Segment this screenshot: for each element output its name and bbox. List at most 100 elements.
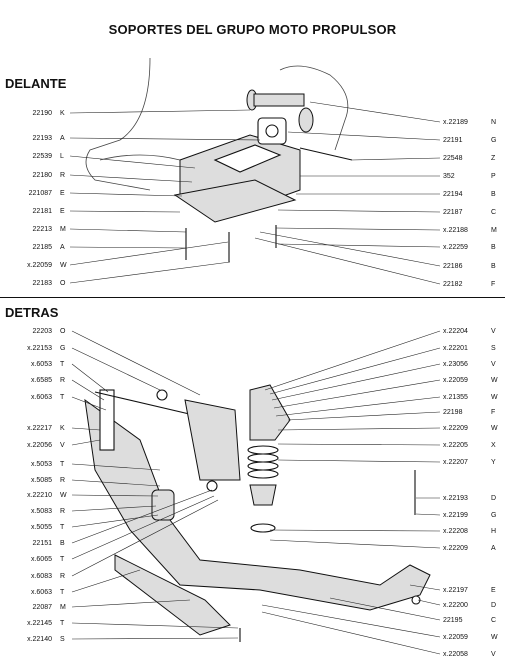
part-letter: E [60, 190, 65, 197]
section-heading-rear: DETRAS [5, 305, 59, 320]
part-number: x.6053 [30, 361, 52, 368]
rear-nut-mid [206, 480, 218, 492]
part-letter: R [60, 573, 66, 580]
part-number: 22183 [32, 280, 52, 287]
part-callout: 22186 B [443, 262, 501, 271]
part-letter: B [491, 244, 496, 251]
part-number: x.5053 [30, 461, 52, 468]
part-letter: O [60, 280, 66, 287]
part-letter: A [60, 244, 65, 251]
part-letter: E [60, 208, 65, 215]
part-number: x.22209 [443, 425, 468, 432]
part-letter: S [60, 636, 65, 643]
part-number: x.22204 [443, 328, 468, 335]
part-letter: W [491, 377, 498, 384]
silent-block-center [265, 124, 279, 138]
rear-nut-right [411, 595, 421, 605]
part-letter: R [60, 508, 66, 515]
engine-outline-right [279, 65, 349, 151]
part-letter: B [491, 263, 496, 270]
part-callout: x.5055 T [14, 523, 74, 532]
part-number: x.22189 [443, 119, 468, 126]
part-number: x.5055 [30, 524, 52, 531]
part-letter: F [491, 281, 496, 288]
part-number: 22180 [32, 172, 52, 179]
part-callout: x.22189 N [443, 118, 501, 127]
part-number: x.23056 [443, 361, 468, 368]
part-letter: T [60, 524, 65, 531]
part-number: x.22059 [443, 634, 468, 641]
section-heading-front: DELANTE [5, 76, 67, 91]
part-number: x.22207 [443, 459, 468, 466]
rear-right-bracket [249, 384, 291, 441]
part-number: x.6083 [30, 573, 52, 580]
part-number: 22213 [32, 226, 52, 233]
part-number: 22186 [443, 263, 463, 270]
part-number: x.22059 [27, 262, 52, 269]
part-letter: O [60, 328, 66, 335]
rear-left-upright [99, 389, 115, 451]
rear-nut-upper [156, 389, 168, 401]
part-number: x.22059 [443, 377, 468, 384]
part-number: x.22058 [443, 651, 468, 658]
part-letter: D [491, 602, 497, 609]
part-number: 22190 [32, 110, 52, 117]
part-number: x.22259 [443, 244, 468, 251]
part-number: x.22217 [27, 425, 52, 432]
part-letter: C [491, 209, 497, 216]
part-letter: T [60, 620, 65, 627]
part-callout: x.22204 V [443, 327, 501, 336]
engine-outline-left [85, 57, 151, 191]
part-number: x.6065 [30, 556, 52, 563]
part-letter: W [491, 634, 498, 641]
part-letter: G [491, 137, 497, 144]
part-letter: A [491, 545, 496, 552]
rear-leader-lines [71, 330, 441, 655]
part-letter: N [491, 119, 497, 126]
part-letter: C [491, 617, 497, 624]
part-number: x.22208 [443, 528, 468, 535]
part-letter: M [60, 604, 66, 611]
part-number: x.22145 [27, 620, 52, 627]
part-letter: X [491, 442, 496, 449]
part-letter: R [60, 377, 66, 384]
part-letter: Z [491, 155, 496, 162]
part-letter: E [491, 587, 496, 594]
part-letter: V [491, 328, 496, 335]
part-callout: x.22209 W [443, 424, 501, 433]
part-number: 22151 [32, 540, 52, 547]
part-letter: W [491, 425, 498, 432]
rear-gearbox-bracket [184, 399, 241, 481]
engine-contour [99, 154, 181, 161]
part-letter: L [60, 153, 64, 160]
part-letter: T [60, 461, 65, 468]
part-letter: W [60, 492, 67, 499]
part-letter: F [491, 409, 496, 416]
